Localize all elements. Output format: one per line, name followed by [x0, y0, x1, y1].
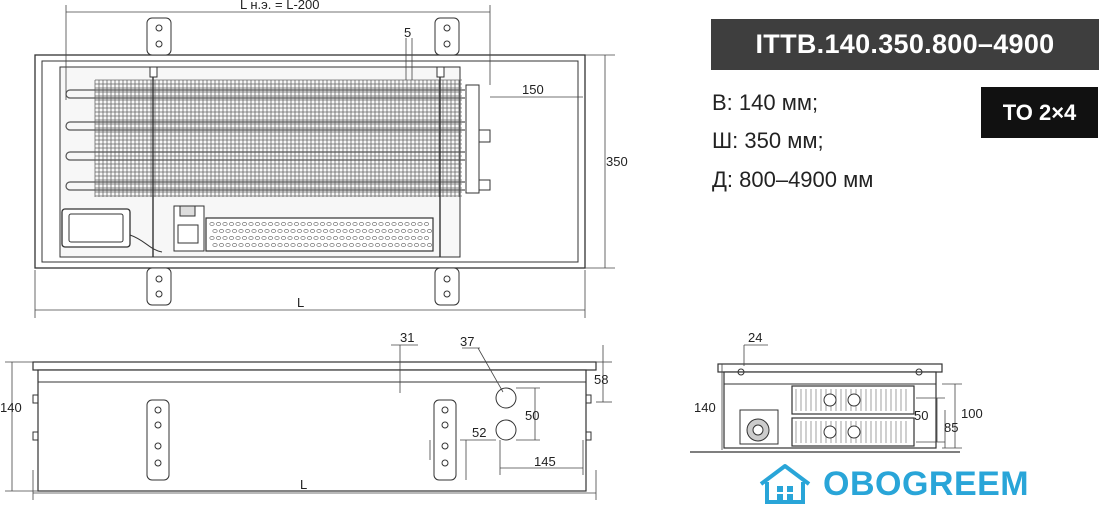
dim-top-l-label: L — [297, 295, 304, 310]
top-view-outer-frame — [34, 54, 586, 269]
heat-exchanger-badge: TO 2×4 — [981, 87, 1098, 138]
house-icon — [759, 464, 811, 504]
side-view — [32, 361, 597, 492]
bracket-top-right — [434, 17, 460, 56]
dim-side-50-label: 50 — [525, 408, 539, 423]
dim-100-label: 100 — [961, 406, 983, 421]
heat-exchanger-pipes — [65, 89, 465, 191]
pipe-connection-upper — [495, 387, 517, 409]
dim-37-label: 37 — [460, 334, 474, 349]
dim-350-label: 350 — [606, 154, 628, 169]
brand-logo: OBOGREEM — [727, 458, 1100, 510]
dim-ln-label: L н.э. = L-200 — [240, 0, 319, 12]
end-view — [690, 363, 960, 453]
spec-width: Ш: 350 мм; — [712, 128, 824, 153]
dim-58-label: 58 — [594, 372, 608, 387]
side-view-dimensions — [5, 344, 612, 500]
brand-name: OBOGREEM — [823, 464, 1030, 503]
dim-5-label: 5 — [404, 25, 411, 40]
model-title: ITTB.140.350.800–4900 — [711, 19, 1099, 70]
dim-85-label: 85 — [944, 420, 958, 435]
dim-150-label: 150 — [522, 82, 544, 97]
top-view — [34, 17, 586, 306]
top-view-dimensions — [34, 5, 615, 318]
transformer-box — [61, 208, 131, 248]
end-view-dimensions — [721, 344, 962, 450]
dim-52-label: 52 — [472, 425, 486, 440]
dim-side-140-label: 140 — [0, 400, 22, 415]
pipe-connection-lower — [495, 419, 517, 441]
top-view-inner-frame — [41, 60, 579, 263]
side-leg-right — [433, 399, 457, 481]
bracket-bottom-right — [434, 267, 460, 306]
spec-height: В: 140 мм; — [712, 90, 819, 115]
collector — [465, 84, 480, 194]
dim-31-label: 31 — [400, 330, 414, 345]
dim-24-label: 24 — [748, 330, 762, 345]
fan-grille — [205, 217, 434, 252]
spec-length: Д: 800–4900 мм — [712, 167, 874, 192]
dim-end-140-label: 140 — [694, 400, 716, 415]
dim-side-l-label: L — [300, 477, 307, 492]
side-leg-left — [146, 399, 170, 481]
bracket-top-left — [146, 17, 172, 56]
bracket-bottom-left — [146, 267, 172, 306]
dim-end-50-label: 50 — [914, 408, 928, 423]
dim-145-label: 145 — [534, 454, 556, 469]
